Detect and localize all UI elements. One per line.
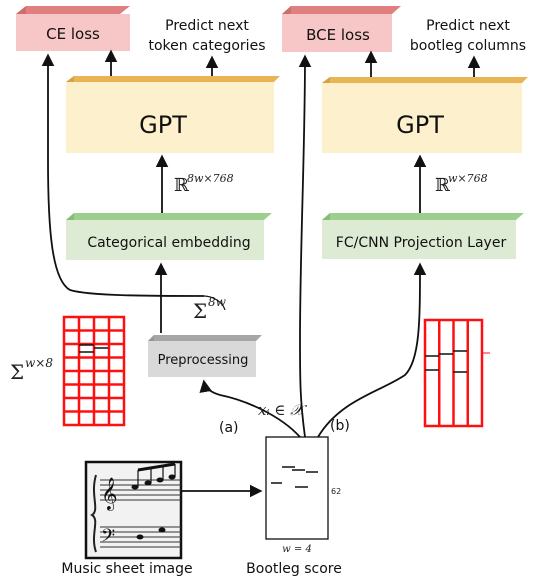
bce-loss-box: BCE loss bbox=[282, 6, 401, 52]
categorical-embedding-box: Categorical embedding bbox=[66, 213, 272, 260]
left-gpt-label: GPT bbox=[139, 111, 187, 139]
left-target-to-ce-loss-arrow bbox=[41, 53, 205, 297]
projection-layer-box: FC/CNN Projection Layer bbox=[322, 213, 524, 259]
right-gpt-label: GPT bbox=[396, 111, 444, 139]
categorical-embedding-label: Categorical embedding bbox=[87, 235, 250, 251]
right-target-to-bce-loss-arrow bbox=[298, 54, 312, 438]
categorical-grid bbox=[62, 315, 126, 427]
left-dim-exp: 8w×768 bbox=[187, 172, 234, 185]
ce-loss-box: CE loss bbox=[16, 6, 130, 51]
score-to-projection-arrow bbox=[317, 262, 427, 438]
right-dim-exp: w×768 bbox=[448, 172, 488, 185]
left-predict-line2: token categories bbox=[149, 38, 266, 54]
sigma-8w-exp: 8w bbox=[208, 295, 227, 309]
right-dim-base: ℝ bbox=[435, 175, 451, 196]
bce-loss-label: BCE loss bbox=[306, 26, 370, 44]
projection-layer-label: FC/CNN Projection Layer bbox=[336, 235, 507, 251]
branch-b-label: (b) bbox=[330, 418, 350, 434]
width-label: w = 4 bbox=[282, 544, 312, 555]
sigma-8w-base: Σ bbox=[193, 299, 207, 323]
preprocessing-label: Preprocessing bbox=[158, 353, 249, 368]
score-to-prep-arrow bbox=[199, 379, 301, 438]
svg-text:𝄢: 𝄢 bbox=[101, 526, 115, 551]
bootleg-score-image bbox=[265, 436, 329, 540]
sigma-wx8-exp: w×8 bbox=[25, 356, 53, 370]
sigma-wx8-base: Σ bbox=[10, 360, 24, 384]
right-predict-line1: Predict next bbox=[426, 18, 510, 34]
branch-a-label: (a) bbox=[219, 420, 239, 436]
score-number: 62 bbox=[331, 487, 341, 496]
left-dim-base: ℝ bbox=[174, 175, 190, 196]
left-predict-line1: Predict next bbox=[165, 18, 249, 34]
bootleg-columns-grid bbox=[423, 318, 490, 428]
bootleg-score-caption: Bootleg score bbox=[246, 561, 342, 576]
left-gpt-block: GPT bbox=[66, 76, 280, 153]
right-gpt-block: GPT bbox=[322, 77, 528, 153]
left-target-curve-tail bbox=[203, 295, 226, 311]
music-sheet-image: 𝄞 𝄢 bbox=[84, 460, 183, 560]
xi-label: xᵢ ∈ 𝒳 bbox=[258, 401, 307, 419]
preprocessing-box: Preprocessing bbox=[148, 335, 262, 377]
music-sheet-caption: Music sheet image bbox=[61, 561, 192, 576]
ce-loss-label: CE loss bbox=[46, 25, 100, 43]
svg-text:𝄞: 𝄞 bbox=[101, 477, 118, 511]
right-predict-line2: bootleg columns bbox=[410, 38, 526, 54]
